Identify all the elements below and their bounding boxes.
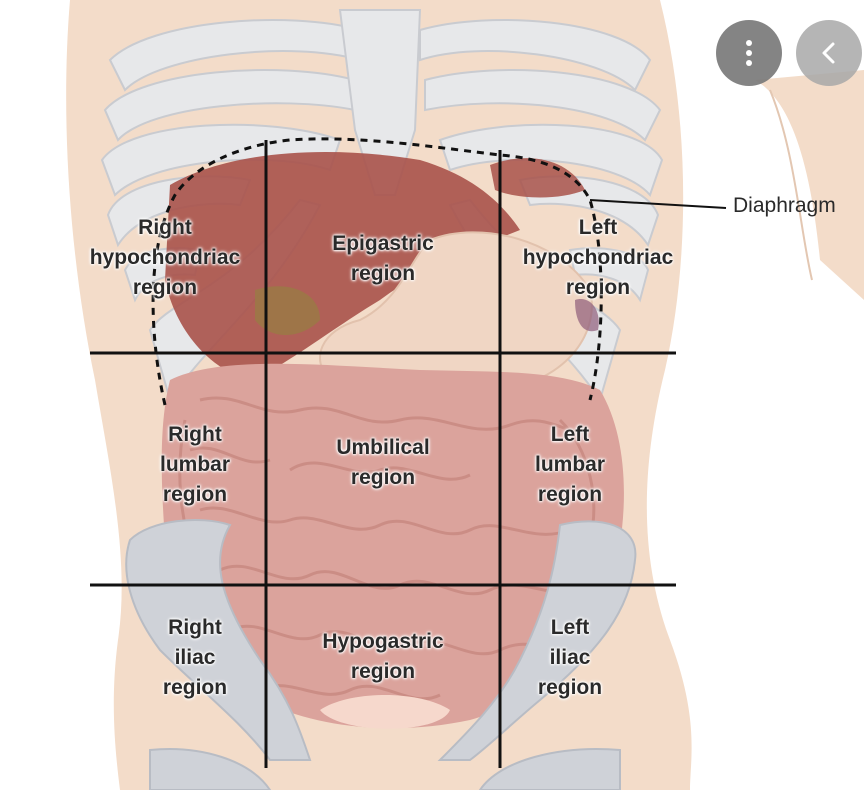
diaphragm-line xyxy=(151,137,603,406)
diaphragm-leader-line xyxy=(589,199,727,209)
label-epigastric: Epigastric region xyxy=(332,232,434,285)
label-right-hypochondriac: Right hypochondriac region xyxy=(89,216,241,299)
diaphragm-callout-label: Diaphragm xyxy=(733,194,836,217)
label-right-iliac: Right iliac region xyxy=(162,616,228,699)
pelvis xyxy=(125,519,637,790)
liver xyxy=(165,152,520,380)
region-grid xyxy=(90,140,676,768)
label-hypogastric: Hypogastric region xyxy=(322,630,444,683)
label-umbilical: Umbilical region xyxy=(336,436,430,489)
label-left-iliac: Left iliac region xyxy=(537,616,603,699)
more-options-button[interactable] xyxy=(716,20,782,86)
vertical-dots-icon xyxy=(746,38,752,68)
label-left-lumbar: Left lumbar region xyxy=(534,423,605,506)
arm-skin xyxy=(755,70,864,300)
label-right-lumbar: Right lumbar region xyxy=(159,423,230,506)
back-button[interactable] xyxy=(796,20,862,86)
label-left-hypochondriac: Left hypochondriac region xyxy=(522,216,674,299)
chevron-left-icon xyxy=(822,42,835,64)
intestines xyxy=(161,363,624,729)
